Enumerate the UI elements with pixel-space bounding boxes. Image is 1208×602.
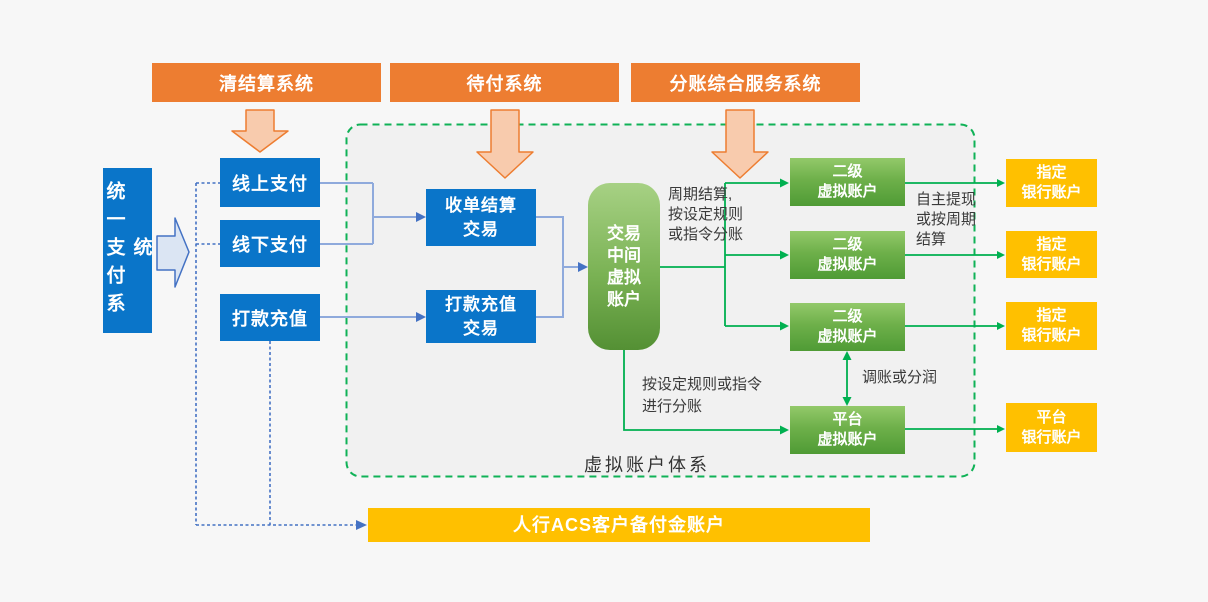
- connector-blue-arrows: [320, 216, 579, 318]
- arrowhead-icon: [997, 179, 1005, 187]
- transaction-middle-virtual-account-box: 交易 中间 虚拟 账户: [588, 183, 660, 350]
- note-split-by-rules: 按设定规则或指令 进行分账: [642, 376, 763, 415]
- arrowhead-icon: [780, 321, 789, 331]
- connector-green: [623, 182, 997, 431]
- unified-payment-system-box: 统一支付系统: [103, 168, 152, 333]
- channel-offline-payment-box: 线下支付: [220, 220, 320, 267]
- connector-dashed-blue: [195, 182, 357, 526]
- header-clearing-settlement-system: 清结算系统: [152, 63, 381, 102]
- header-split-service-system: 分账综合服务系统: [631, 63, 860, 102]
- channel-online-payment-box: 线上支付: [220, 158, 320, 207]
- arrowhead-icon: [416, 312, 426, 322]
- acquiring-settlement-transaction-box: 收单结算 交易: [426, 189, 536, 246]
- arrowhead-icon: [578, 262, 588, 272]
- arrowhead-icon: [780, 178, 789, 188]
- level2-virtual-account-box: 二级 虚拟账户: [790, 303, 905, 351]
- note-self-withdrawal: 自主提现 或按周期 结算: [916, 191, 977, 248]
- pboc-acs-reserve-account-box: 人行ACS客户备付金账户: [368, 508, 870, 542]
- arrowhead-icon: [997, 322, 1005, 330]
- down-arrow-icon: [231, 109, 289, 153]
- arrowhead-icon: [997, 425, 1005, 433]
- virtual-account-system-label: 虚拟账户体系: [584, 455, 710, 475]
- arrowhead-icon: [842, 397, 852, 406]
- connector-blue: [320, 182, 564, 318]
- platform-bank-account-box: 平台 银行账户: [1006, 403, 1097, 452]
- designated-bank-account-box: 指定 银行账户: [1006, 302, 1097, 350]
- right-arrow-icon: [156, 217, 190, 288]
- arrowhead-icon: [356, 520, 367, 530]
- designated-bank-account-box: 指定 银行账户: [1006, 231, 1097, 278]
- arrowhead-icon: [780, 425, 789, 435]
- platform-virtual-account-box: 平台 虚拟账户: [790, 406, 905, 454]
- down-arrow-icon: [476, 109, 534, 179]
- arrowhead-icon: [416, 212, 426, 222]
- note-adjust-or-profit: 调账或分润: [862, 369, 938, 386]
- arrowhead-icon: [997, 251, 1005, 259]
- down-arrow-icon: [711, 109, 769, 179]
- header-pending-payment-system: 待付系统: [390, 63, 619, 102]
- arrowhead-icon: [842, 351, 852, 360]
- arrowhead-icon: [780, 250, 789, 260]
- level2-virtual-account-box: 二级 虚拟账户: [790, 231, 905, 279]
- note-periodic-settlement: 周期结算, 按设定规则 或指令分账: [668, 186, 744, 243]
- remit-recharge-transaction-box: 打款充值 交易: [426, 290, 536, 343]
- channel-remit-recharge-box: 打款充值: [220, 294, 320, 341]
- level2-virtual-account-box: 二级 虚拟账户: [790, 158, 905, 206]
- designated-bank-account-box: 指定 银行账户: [1006, 159, 1097, 207]
